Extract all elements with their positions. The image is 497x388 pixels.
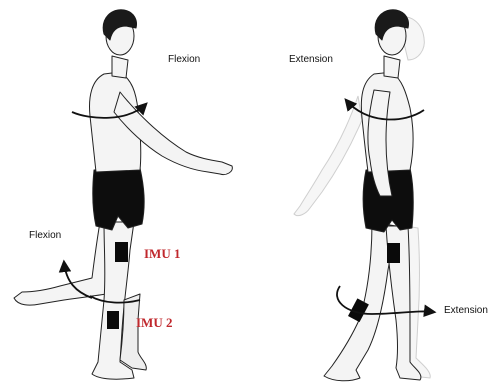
imu2-label: IMU 2: [136, 316, 172, 329]
right-shoulder-extension-label: Extension: [289, 55, 333, 65]
left-figure-neck: [112, 56, 128, 78]
right-thigh-sensor: [387, 243, 400, 263]
left-figure-rear-leg: [120, 294, 146, 370]
right-knee-extension-label: Extension: [444, 306, 488, 316]
imu1-sensor: [115, 242, 128, 262]
ghost-arm: [294, 96, 362, 216]
left-figure: [14, 10, 232, 379]
right-figure-neck: [384, 56, 400, 78]
left-shoulder-flexion-label: Flexion: [168, 55, 200, 65]
imu2-sensor: [107, 311, 119, 329]
right-figure: [324, 10, 421, 381]
imu1-label: IMU 1: [144, 247, 180, 260]
left-hip-flexion-label: Flexion: [29, 231, 61, 241]
left-figure-shorts: [93, 168, 144, 230]
